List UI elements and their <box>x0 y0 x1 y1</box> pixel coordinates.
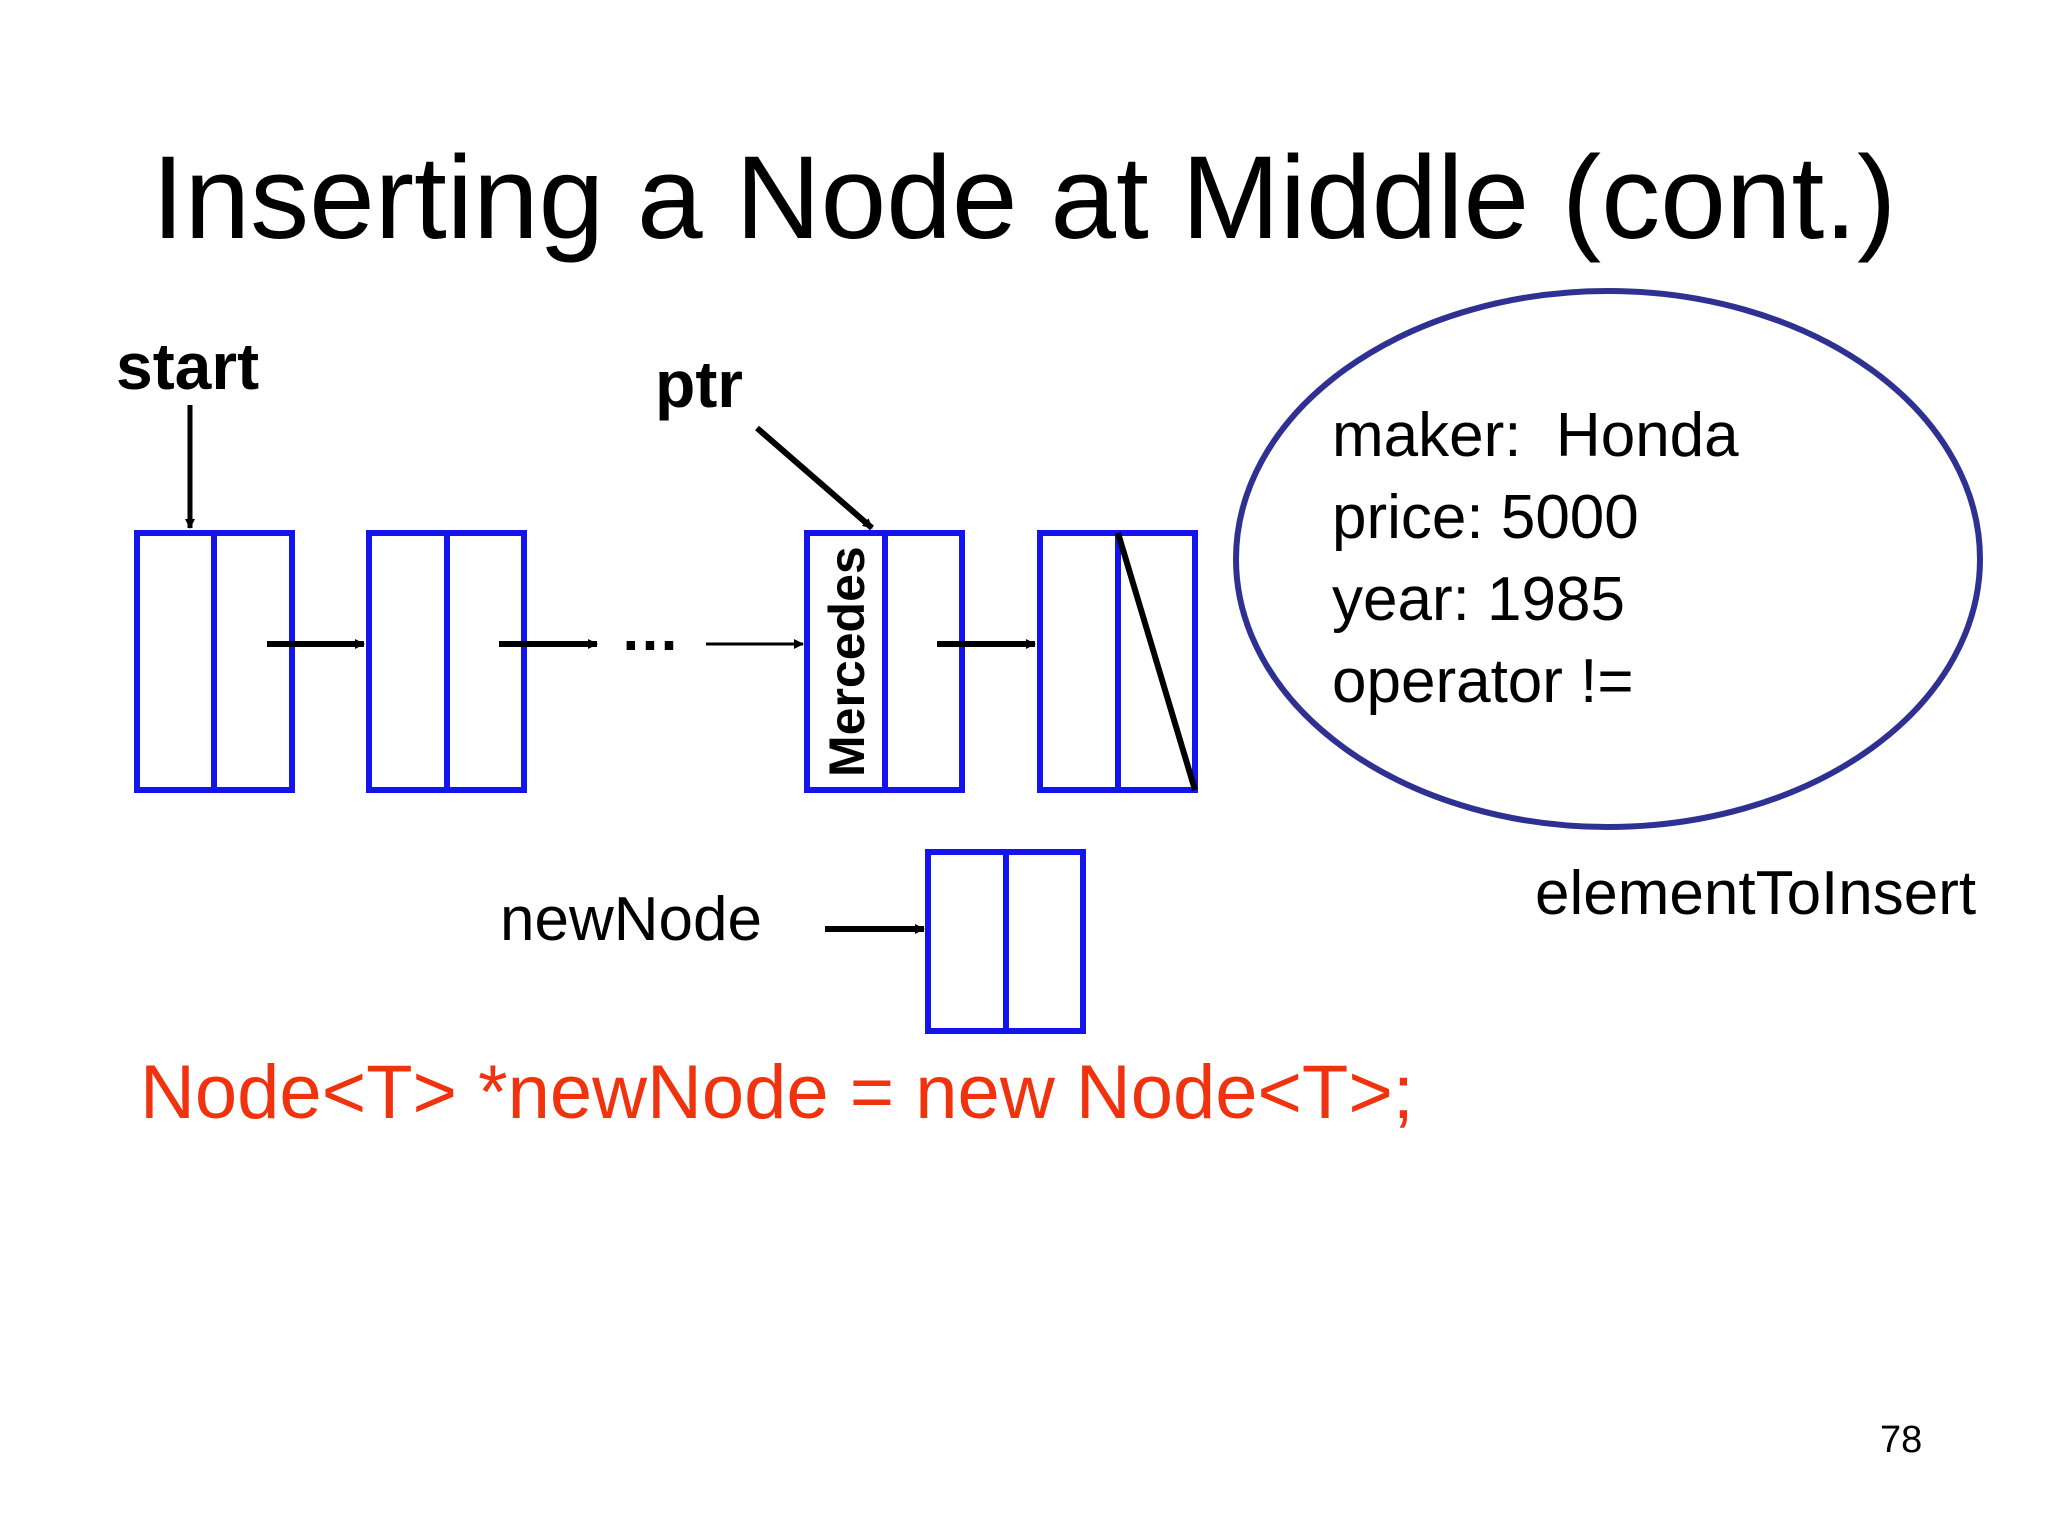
list-node-2 <box>366 530 527 793</box>
element-field-price: price: 5000 <box>1332 483 1639 552</box>
element-field-operator: operator != <box>1332 647 1634 716</box>
ptr-arrow-icon <box>755 425 874 531</box>
list-node-last <box>1037 530 1198 793</box>
element-fields: maker: Honda price: 5000 year: 1985 oper… <box>1332 395 1739 723</box>
new-node-label: newNode <box>500 885 762 954</box>
start-pointer-label: start <box>116 329 260 403</box>
element-oval <box>1233 288 1983 830</box>
page-number: 78 <box>1880 1419 1923 1461</box>
null-pointer-slash <box>1115 532 1198 791</box>
ellipsis-glyph: … <box>620 596 680 663</box>
slide-title: Inserting a Node at Middle (cont.) <box>151 132 1897 264</box>
element-field-maker: maker: Honda <box>1332 401 1739 470</box>
code-line: Node<T> *newNode = new Node<T>; <box>140 1050 1414 1135</box>
element-field-year: year: 1985 <box>1332 565 1625 634</box>
node-value-mercedes: Mercedes <box>819 546 875 777</box>
list-node-mercedes <box>804 530 965 793</box>
list-node-1 <box>134 530 295 793</box>
element-to-insert-label: elementToInsert <box>1535 859 1977 928</box>
ptr-pointer-label: ptr <box>655 347 743 421</box>
new-node-box <box>925 849 1086 1034</box>
